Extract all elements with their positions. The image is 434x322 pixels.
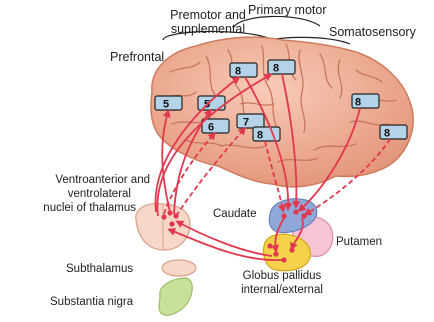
- area-box: 8: [253, 127, 280, 142]
- thalamus-label-1: Ventroanterior and: [0, 174, 150, 187]
- area-box: 8: [352, 94, 379, 109]
- globus-pallidus-label-1: Globus pallidus: [222, 270, 342, 283]
- substantia-nigra: [159, 278, 192, 315]
- area-box: 5: [155, 96, 182, 111]
- area-box: 8: [380, 125, 407, 140]
- area-label: 8: [257, 130, 263, 142]
- area-label: 8: [273, 63, 279, 75]
- globus-pallidus-label-2: internal/external: [222, 284, 342, 297]
- area-box: 5: [198, 96, 225, 111]
- area-label: 8: [384, 128, 390, 140]
- putamen-label: Putamen: [336, 236, 382, 249]
- area-label: 8: [355, 97, 361, 109]
- subthalamus-label: Subthalamus: [66, 263, 133, 276]
- prefrontal-label: Prefrontal: [110, 51, 164, 64]
- premotor-label: Premotor and: [158, 9, 258, 22]
- subthalamus: [162, 260, 196, 276]
- area-box: 8: [268, 60, 295, 75]
- thalamus: [136, 204, 190, 250]
- area-box: 6: [202, 119, 229, 134]
- area-label: 7: [243, 117, 249, 129]
- caudate-label: Caudate: [213, 208, 256, 221]
- area-label: 6: [208, 122, 214, 134]
- thalamus-label-3: nuclei of thalamus: [0, 202, 136, 215]
- area-label: 8: [235, 66, 241, 78]
- primary-motor-label: Primary motor: [248, 4, 326, 17]
- substantia-nigra-label: Substantia nigra: [50, 296, 133, 309]
- thalamus-label-2: ventrolateral: [0, 188, 131, 201]
- area-box: 7: [237, 114, 264, 129]
- supplemental-label: supplemental: [158, 23, 258, 36]
- area-label: 5: [163, 99, 169, 111]
- somatosensory-label: Somatosensory: [329, 26, 416, 39]
- area-box: 8: [230, 63, 257, 78]
